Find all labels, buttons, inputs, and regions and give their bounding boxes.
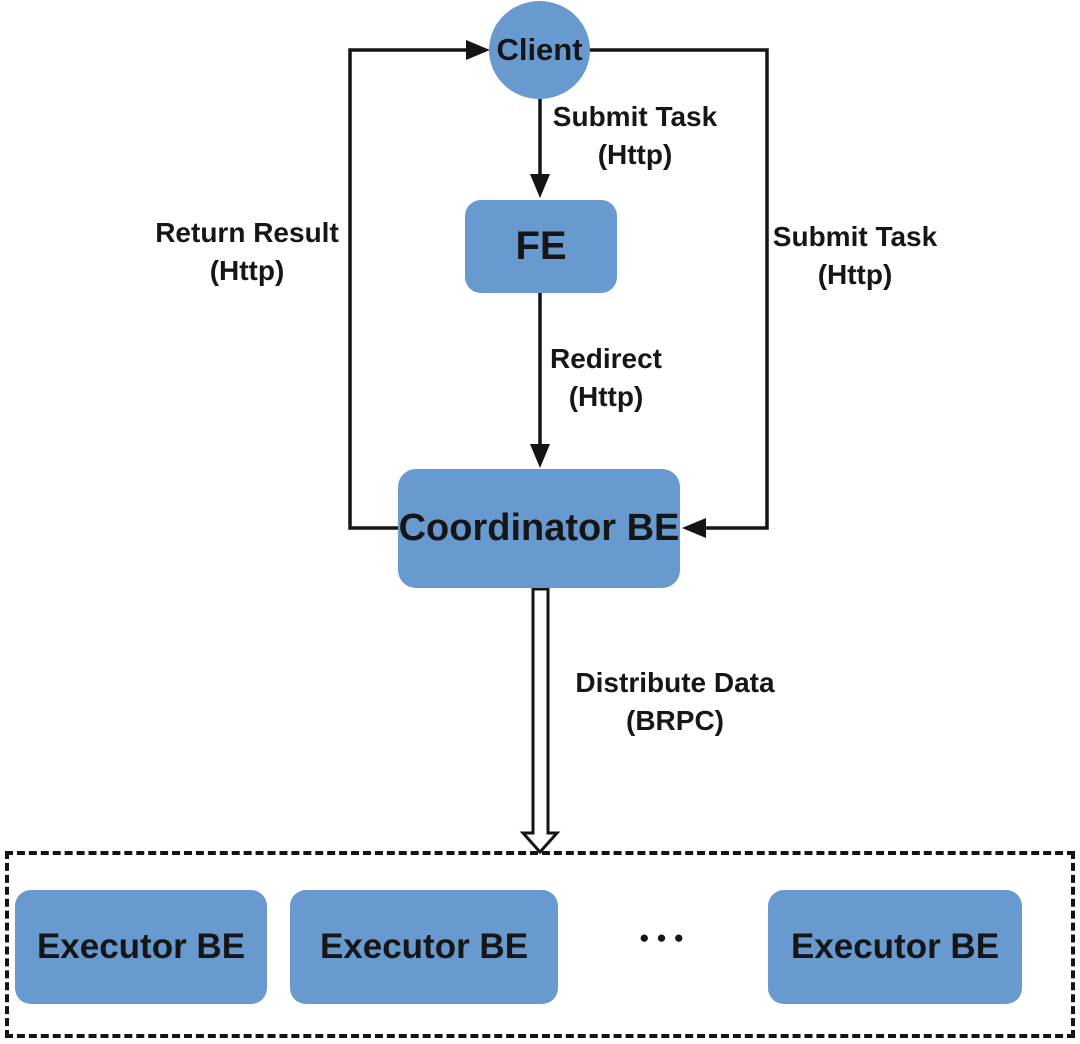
node-coordinator-be: Coordinator BE bbox=[398, 469, 680, 588]
edge-label-redirect: Redirect (Http) bbox=[549, 343, 663, 412]
node-coordinator-be-label: Coordinator BE bbox=[398, 507, 680, 549]
executor-group-container bbox=[5, 851, 1075, 1038]
edge-label-distribute-data: Distribute Data (BRPC) bbox=[575, 667, 775, 736]
node-client-label: Client bbox=[496, 32, 583, 67]
edge-label-submit-task-top: Submit Task (Http) bbox=[552, 101, 718, 170]
node-executor-be-2-label: Executor BE bbox=[319, 927, 529, 966]
arrowhead-into-coordinator-top bbox=[530, 444, 550, 468]
node-executor-be-3-label: Executor BE bbox=[790, 927, 1000, 966]
edge-label-submit-task-right: Submit Task (Http) bbox=[772, 221, 938, 290]
edge-label-return-result: Return Result (Http) bbox=[155, 217, 339, 286]
more-executors-ellipsis: ●●● bbox=[639, 928, 691, 947]
connector-submit-task-right bbox=[589, 48, 769, 530]
node-fe-label: FE bbox=[515, 224, 567, 268]
node-client: Client bbox=[489, 1, 590, 99]
node-executor-be-2: Executor BE bbox=[290, 890, 558, 1004]
node-fe: FE bbox=[465, 200, 617, 293]
arrowhead-into-coordinator-right bbox=[682, 518, 706, 538]
connector-return-result bbox=[348, 48, 468, 530]
node-executor-be-1-label: Executor BE bbox=[36, 927, 246, 966]
arrowhead-into-fe bbox=[530, 174, 550, 198]
arrowhead-into-client bbox=[466, 40, 490, 60]
distribute-data-arrow bbox=[519, 587, 561, 855]
node-executor-be-1: Executor BE bbox=[15, 890, 267, 1004]
node-executor-be-3: Executor BE bbox=[768, 890, 1022, 1004]
